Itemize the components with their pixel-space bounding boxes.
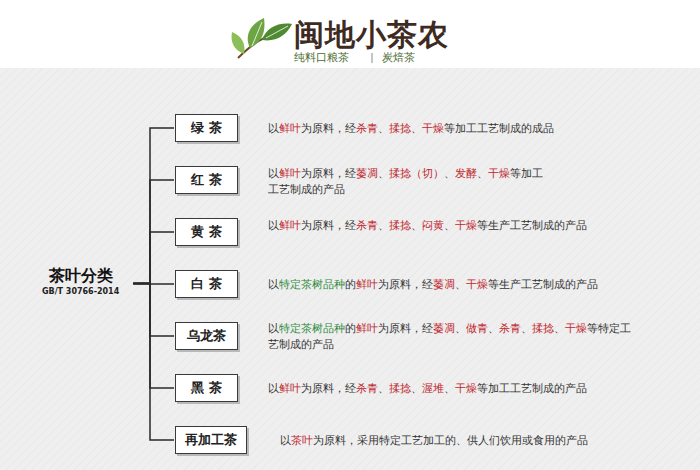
category-name: 再加工茶: [185, 431, 237, 449]
grey-panel: [0, 68, 700, 470]
category-box: 红 茶: [175, 166, 238, 194]
category-box: 黄 茶: [175, 218, 238, 246]
highlight-term: 干燥: [466, 278, 488, 291]
highlight-term: 萎凋: [356, 167, 378, 180]
definition-text: 以鲜叶为原料，经萎凋、揉捻（切）、发酵、干燥等加工工艺制成的产品: [268, 166, 544, 198]
highlight-term: 做青: [466, 322, 488, 335]
category-name: 乌龙茶: [187, 327, 226, 345]
highlight-term: 揉捻（切）: [389, 167, 444, 180]
highlight-term: 鲜叶: [279, 382, 301, 395]
highlight-term: 鲜叶: [356, 278, 378, 291]
standard-code: GB/T 30766-2014: [42, 286, 119, 297]
category-box: 再加工茶: [175, 426, 247, 454]
category-name: 黑 茶: [191, 379, 222, 397]
highlight-term: 干燥: [455, 219, 477, 232]
bracket-connector: [133, 128, 174, 284]
highlight-term: 鲜叶: [279, 219, 301, 232]
category-box: 乌龙茶: [175, 322, 238, 350]
highlight-term: 茶叶: [291, 434, 313, 447]
brand-tagline: 炭焙茶: [382, 51, 415, 65]
highlight-term: 鲜叶: [279, 122, 301, 135]
highlight-term: 特定茶树品种: [279, 322, 345, 335]
highlight-term: 闷黄: [422, 219, 444, 232]
highlight-term: 杀青: [356, 382, 378, 395]
brand-title: 闽地小茶农: [294, 18, 449, 52]
highlight-term: 鲜叶: [279, 167, 301, 180]
highlight-term: 干燥: [422, 122, 444, 135]
category-name: 白 茶: [191, 275, 222, 293]
separator-line: [372, 53, 373, 63]
brand-tagline: 纯料口粮茶: [294, 51, 349, 65]
highlight-term: 渥堆: [422, 382, 444, 395]
highlight-term: 揉捻: [389, 122, 411, 135]
bracket-connector: [133, 284, 174, 337]
highlight-term: 萎凋: [433, 278, 455, 291]
bracket-connector: [133, 180, 174, 284]
definition-text: 以特定茶树品种的鲜叶为原料，经萎凋、干燥等生产工艺制成的产品: [268, 277, 648, 293]
root-heading: 茶叶分类: [42, 266, 119, 286]
highlight-term: 揉捻: [532, 322, 554, 335]
leaf-logo: [232, 18, 293, 58]
category-box: 黑 茶: [175, 374, 238, 402]
highlight-term: 揉捻: [389, 382, 411, 395]
panel-texture: [0, 68, 700, 470]
highlight-term: 干燥: [455, 382, 477, 395]
highlight-term: 特定茶树品种: [279, 278, 345, 291]
definition-text: 以鲜叶为原料，经杀青、揉捻、闷黄、干燥等生产工艺制成的产品: [268, 218, 608, 234]
category-name: 黄 茶: [191, 223, 222, 241]
highlight-term: 干燥: [488, 167, 510, 180]
root-category: 茶叶分类GB/T 30766-2014: [42, 266, 119, 297]
definition-text: 以茶叶为原料，采用特定工艺加工的、供人们饮用或食用的产品: [280, 433, 680, 449]
highlight-term: 鲜叶: [356, 322, 378, 335]
highlight-term: 杀青: [356, 219, 378, 232]
highlight-term: 揉捻: [389, 219, 411, 232]
bracket-connector: [133, 284, 174, 389]
highlight-term: 干燥: [565, 322, 587, 335]
highlight-term: 发酵: [455, 167, 477, 180]
definition-text: 以特定茶树品种的鲜叶为原料，经萎凋、做青、杀青、揉捻、干燥等特定工艺制成的产品: [268, 321, 638, 353]
highlight-term: 杀青: [499, 322, 521, 335]
category-box: 绿 茶: [175, 114, 238, 142]
definition-text: 以鲜叶为原料，经杀青、揉捻、干燥等加工工艺制成的成品: [268, 121, 618, 137]
highlight-term: 杀青: [356, 122, 378, 135]
category-name: 绿 茶: [191, 119, 222, 137]
category-name: 红 茶: [191, 171, 222, 189]
definition-text: 以鲜叶为原料，经杀青、揉捻、渥堆、干燥等加工工艺制成的产品: [268, 381, 648, 397]
bracket-connector: [133, 232, 174, 284]
category-box: 白 茶: [175, 270, 238, 298]
highlight-term: 萎凋: [433, 322, 455, 335]
bracket-connector: [133, 284, 174, 441]
